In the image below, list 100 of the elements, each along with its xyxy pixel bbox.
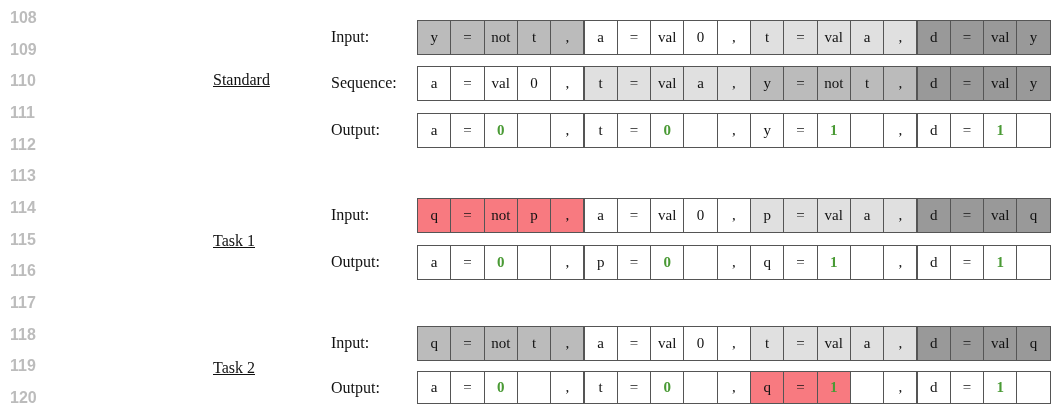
table-cell: = [450,371,485,404]
table-cell: val [816,198,851,233]
table-cell: 1 [816,245,851,280]
line-number: 119 [10,357,36,376]
table-cell: not [816,66,851,101]
row-label: Input: [331,27,370,48]
table-cell: p [583,245,618,280]
table-cell: 1 [983,245,1018,280]
row-label: Sequence: [331,73,397,94]
table-cell: 0 [683,326,718,361]
table-cell: a [583,20,618,55]
table-cell: a [583,326,618,361]
table-cell: 0 [683,20,718,55]
table-cell: 0 [483,245,518,280]
line-number: 117 [10,294,36,312]
table-cell: a [583,198,618,233]
table-cell: = [450,113,485,148]
table-cell: = [783,245,818,280]
table-cell: , [883,113,918,148]
table-cell: p [750,198,785,233]
table-cell: = [450,326,485,361]
table-cell: , [883,371,918,404]
table-cell: = [450,20,485,55]
table-cell: d [916,245,951,280]
line-number: 110 [10,72,36,91]
table-cell: y [1016,66,1051,101]
row-label: Output: [331,378,380,399]
table-cell: t [750,20,785,55]
table-cell: val [650,66,685,101]
table-cell: = [450,66,485,101]
row-label: Input: [331,333,370,354]
table-cell: y [417,20,452,55]
table-cell: a [417,66,452,101]
table-cell: , [883,245,918,280]
table-cell: , [883,326,918,361]
table-cell: d [916,326,951,361]
line-number: 114 [10,199,36,217]
table-cell: d [916,20,951,55]
table-cell: , [550,66,585,101]
table-cell: t [583,113,618,148]
row-label: Output: [331,120,380,141]
table-cell: , [883,66,918,101]
table-cell: = [450,198,485,233]
table-cell: , [716,326,751,361]
table-cell: , [883,198,918,233]
line-number: 109 [10,40,37,59]
table-cell: val [983,20,1018,55]
table-cell: val [650,326,685,361]
table-cell: , [550,198,585,233]
table-cell: not [483,20,518,55]
table-cell: a [417,113,452,148]
table-cell: q [750,245,785,280]
table-cell: , [716,113,751,148]
line-number: 112 [10,135,36,154]
section-title: Standard [213,71,270,89]
line-number: 113 [10,167,36,186]
table-cell: 1 [983,113,1018,148]
table-cell: d [916,198,951,233]
table-cell: , [716,371,751,404]
table-cell: = [450,245,485,280]
table-cell: a [417,371,452,404]
table-cell: q [417,198,452,233]
table-cell: = [783,326,818,361]
table-cell: val [816,326,851,361]
table-cell: val [983,198,1018,233]
line-number: 118 [10,325,36,344]
table-cell: t [583,66,618,101]
table-cell: val [650,198,685,233]
table-cell: , [550,20,585,55]
table-cell: = [783,371,818,404]
table-cell: val [983,326,1018,361]
table-cell: = [783,66,818,101]
table-cell: val [483,66,518,101]
table-cell: t [583,371,618,404]
table-cell: d [916,371,951,404]
table-cell: 0 [650,245,685,280]
table-cell: val [816,20,851,55]
table-cell: = [783,198,818,233]
table-cell: 0 [483,113,518,148]
table-cell: val [983,66,1018,101]
table-cell: q [750,371,785,404]
table-cell: 0 [650,371,685,404]
section-title: Task 2 [213,359,255,377]
table-cell: 1 [816,113,851,148]
table-cell: a [417,245,452,280]
line-number: 115 [10,230,36,249]
table-cell: a [683,66,718,101]
table-cell: , [716,20,751,55]
table-cell: y [750,66,785,101]
line-number: 116 [10,262,36,281]
row-label: Output: [331,252,380,273]
table-cell: = [783,113,818,148]
table-cell: t [750,326,785,361]
line-number: 120 [10,389,37,404]
table-cell: 1 [983,371,1018,404]
table-cell: , [550,371,585,404]
table-cell: 0 [650,113,685,148]
table-cell: d [916,66,951,101]
table-cell: , [550,113,585,148]
table-cell: q [417,326,452,361]
